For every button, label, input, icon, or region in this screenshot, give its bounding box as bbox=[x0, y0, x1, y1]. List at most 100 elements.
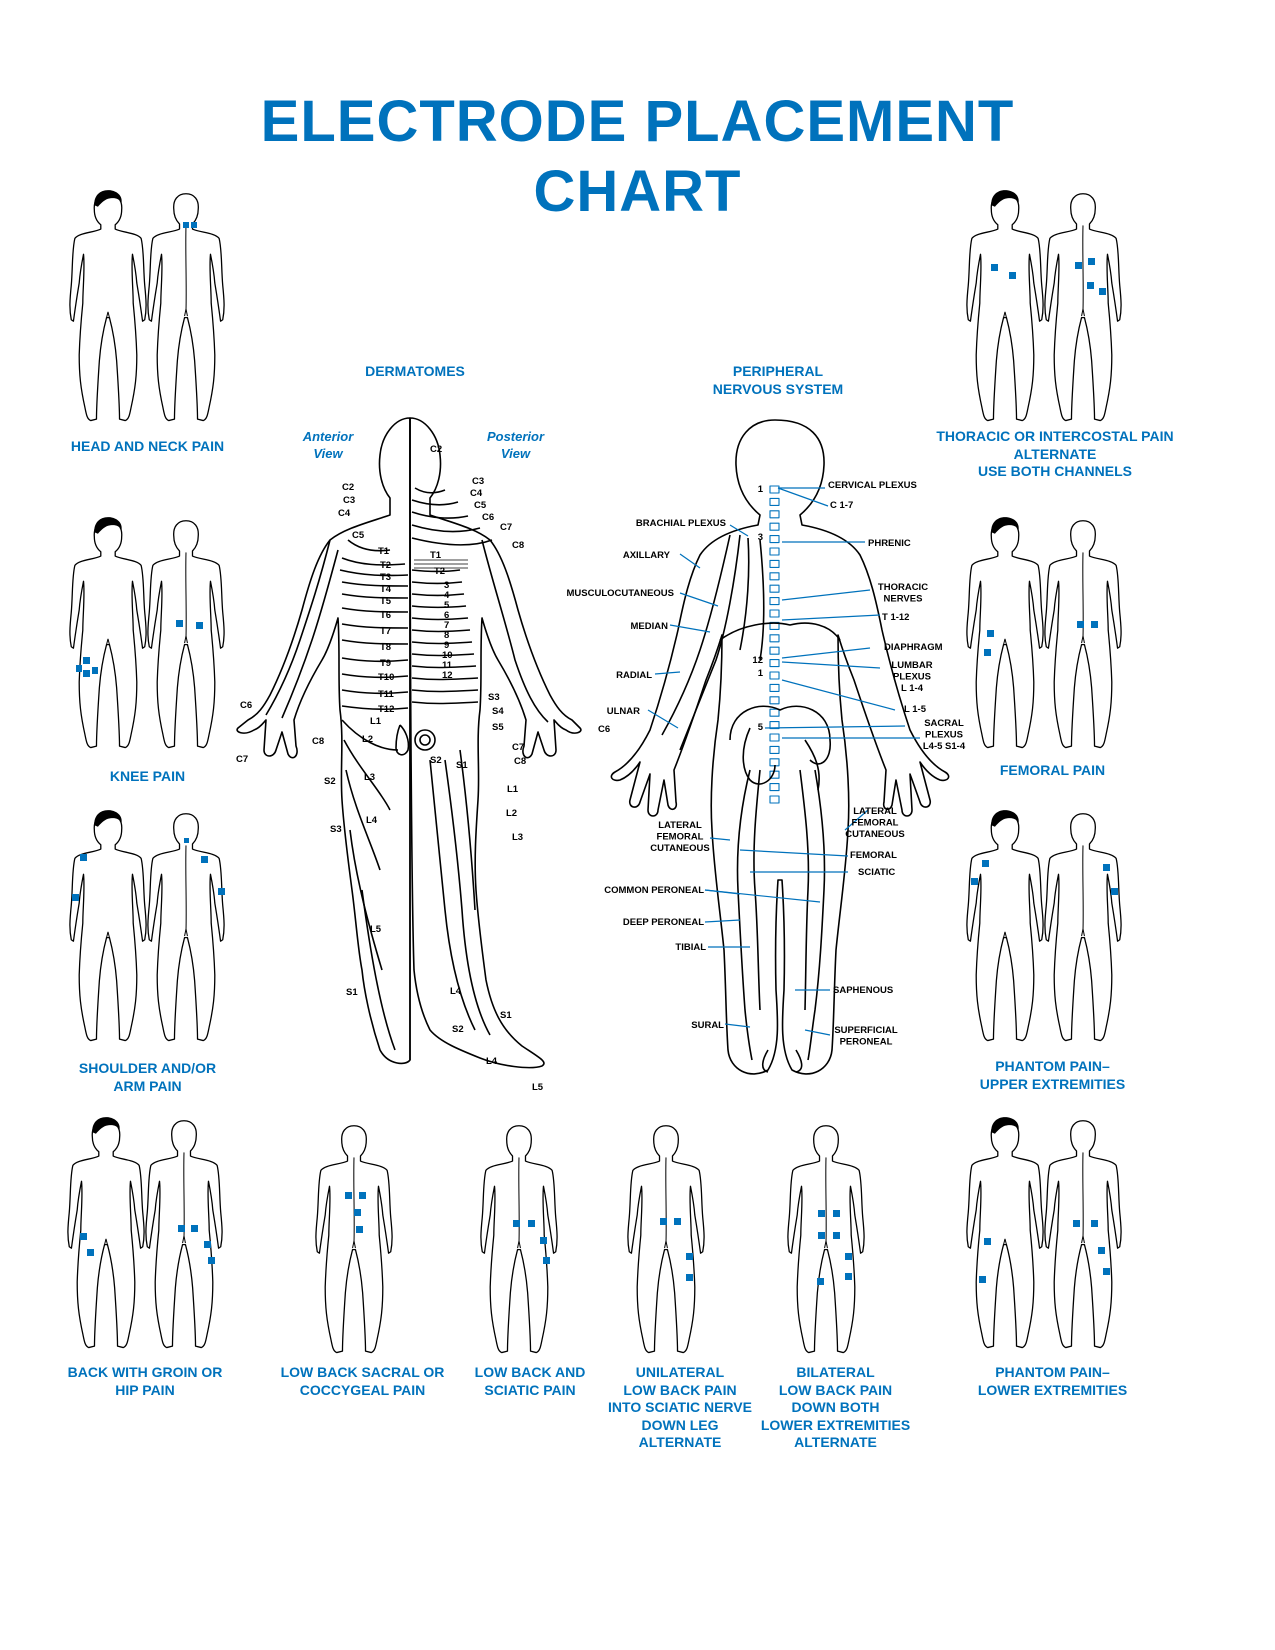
electrode-pad bbox=[218, 888, 225, 895]
caption-low-back-sciatic: LOW BACK AND SCIATIC PAIN bbox=[474, 1364, 586, 1398]
nerve-label-deep-peroneal: DEEP PERONEAL bbox=[623, 917, 704, 928]
figure-bilateral bbox=[787, 1125, 865, 1354]
nerve-label-phrenic: PHRENIC bbox=[868, 538, 911, 549]
dermatome-label-c8: C8 bbox=[512, 540, 524, 551]
nerve-label-lumbar: PLEXUS bbox=[893, 672, 931, 683]
electrode-pad bbox=[1098, 1247, 1105, 1254]
vertebra-box bbox=[769, 646, 780, 655]
electrode-pad bbox=[76, 665, 82, 672]
dermatome-label-c5: C5 bbox=[352, 530, 365, 541]
nerve-label-lat-fem-r: CUTANEOUS bbox=[845, 829, 904, 840]
nerve-label-lumbar: LUMBAR bbox=[891, 660, 932, 671]
dermatome-label-c3: C3 bbox=[472, 476, 484, 487]
electrode-pad bbox=[817, 1278, 824, 1285]
vertebra-box bbox=[769, 758, 780, 767]
electrode-pad bbox=[191, 1225, 198, 1232]
vertebra-box bbox=[769, 795, 780, 804]
figure-head-neck bbox=[69, 189, 225, 422]
electrode-pad bbox=[818, 1232, 825, 1239]
electrode-pad bbox=[982, 860, 989, 867]
caption-phantom-lower: PHANTOM PAIN– LOWER EXTREMITIES bbox=[977, 1364, 1128, 1398]
dermatome-label-t7: T7 bbox=[380, 626, 391, 637]
dermatome-label-12: 12 bbox=[442, 670, 453, 681]
electrode-pad bbox=[1088, 258, 1095, 265]
vertebra-box bbox=[769, 708, 780, 717]
figure-back-groin-hip bbox=[67, 1116, 223, 1349]
dermatome-label-t11: T11 bbox=[378, 689, 395, 700]
electrode-pad bbox=[359, 1192, 366, 1199]
vertebra-box bbox=[769, 721, 780, 730]
dermatome-label-l4: L4 bbox=[366, 815, 378, 826]
nerve-label-sup-peroneal: PERONEAL bbox=[840, 1037, 893, 1048]
electrode-pad bbox=[80, 854, 87, 861]
dermatome-label-s1: S1 bbox=[346, 987, 358, 998]
electrode-pad bbox=[991, 264, 998, 271]
dermatome-body-outline bbox=[236, 417, 582, 1069]
nerve-label-ulnar: ULNAR bbox=[607, 706, 640, 717]
figure-low-back-sacral bbox=[315, 1125, 393, 1354]
vertebra-box bbox=[769, 671, 780, 680]
electrode-pad bbox=[204, 1241, 211, 1248]
dermatome-label-4: 4 bbox=[444, 590, 450, 601]
electrode-pad bbox=[1077, 621, 1084, 628]
nerve-label-axillary: AXILLARY bbox=[623, 550, 671, 561]
electrode-pad bbox=[845, 1253, 852, 1260]
electrode-pad bbox=[80, 1233, 87, 1240]
dermatome-label-c2: C2 bbox=[342, 482, 354, 493]
electrode-pad bbox=[345, 1192, 352, 1199]
dermatome-label-t12: T12 bbox=[378, 704, 394, 715]
electrode-pad bbox=[818, 1210, 825, 1217]
figure-femoral bbox=[966, 516, 1122, 749]
dermatome-label-l5: L5 bbox=[370, 924, 382, 935]
nerve-label-saphenous: SAPHENOUS bbox=[833, 985, 893, 996]
dermatome-label-c7: C7 bbox=[236, 754, 248, 765]
caption-femoral: FEMORAL PAIN bbox=[999, 762, 1106, 778]
electrode-pad bbox=[1091, 1220, 1098, 1227]
dermatome-label-s2: S2 bbox=[324, 776, 336, 787]
vertebra-box bbox=[769, 597, 780, 606]
dermatomes-heading: DERMATOMES bbox=[365, 363, 465, 379]
dermatome-label-l3: L3 bbox=[512, 832, 523, 843]
dermatome-label-t9: T9 bbox=[380, 658, 391, 669]
caption-low-back-sacral: LOW BACK SACRAL OR COCCYGEAL PAIN bbox=[280, 1364, 445, 1398]
electrode-pad bbox=[686, 1253, 693, 1260]
dermatome-label-c6: C6 bbox=[482, 512, 494, 523]
nerve-label-brachial: BRACHIAL PLEXUS bbox=[636, 518, 726, 529]
nerve-label-radial: RADIAL bbox=[616, 670, 652, 681]
nerve-label-n3: 3 bbox=[758, 532, 763, 543]
electrode-pad bbox=[833, 1210, 840, 1217]
caption-shoulder-arm: SHOULDER AND/OR ARM PAIN bbox=[78, 1060, 217, 1094]
nerve-label-lat-fem-l: CUTANEOUS bbox=[650, 843, 709, 854]
dermatome-label-l1: L1 bbox=[370, 716, 382, 727]
electrode-pad bbox=[184, 838, 189, 843]
pns-leaders bbox=[647, 487, 920, 1036]
nerve-label-thoracic-nerves: NERVES bbox=[884, 594, 923, 605]
caption-back-groin-hip: BACK WITH GROIN OR HIP PAIN bbox=[67, 1364, 223, 1398]
electrode-pad bbox=[1009, 272, 1016, 279]
dermatome-label-t10: T10 bbox=[378, 672, 394, 683]
dermatome-label-c8: C8 bbox=[514, 756, 526, 767]
dermatome-label-s1: S1 bbox=[456, 760, 468, 771]
electrode-pad bbox=[833, 1232, 840, 1239]
electrode-pad bbox=[176, 620, 183, 627]
nerve-label-n5: 5 bbox=[758, 722, 764, 733]
caption-unilateral: UNILATERAL LOW BACK PAIN INTO SCIATIC NE… bbox=[608, 1364, 752, 1450]
electrode-pad bbox=[1087, 282, 1094, 289]
electrode-pad bbox=[191, 222, 197, 228]
dermatome-label-s3: S3 bbox=[488, 692, 500, 703]
dermatome-label-t6: T6 bbox=[380, 610, 391, 621]
electrode-pad bbox=[686, 1274, 693, 1281]
vertebra-box bbox=[769, 659, 780, 668]
electrode-pad bbox=[72, 894, 79, 901]
dermatome-label-c6: C6 bbox=[598, 724, 610, 735]
vertebra-box bbox=[769, 609, 780, 618]
nerve-label-n12: 12 bbox=[752, 655, 763, 666]
figure-thoracic bbox=[966, 189, 1122, 422]
nerve-label-sup-peroneal: SUPERFICIAL bbox=[834, 1025, 898, 1036]
caption-thoracic: THORACIC OR INTERCOSTAL PAIN ALTERNATE U… bbox=[936, 428, 1174, 479]
vertebra-box bbox=[769, 547, 780, 556]
dermatome-label-l2: L2 bbox=[506, 808, 517, 819]
caption-head-neck: HEAD AND NECK PAIN bbox=[70, 438, 225, 454]
electrode-pad bbox=[1091, 621, 1098, 628]
